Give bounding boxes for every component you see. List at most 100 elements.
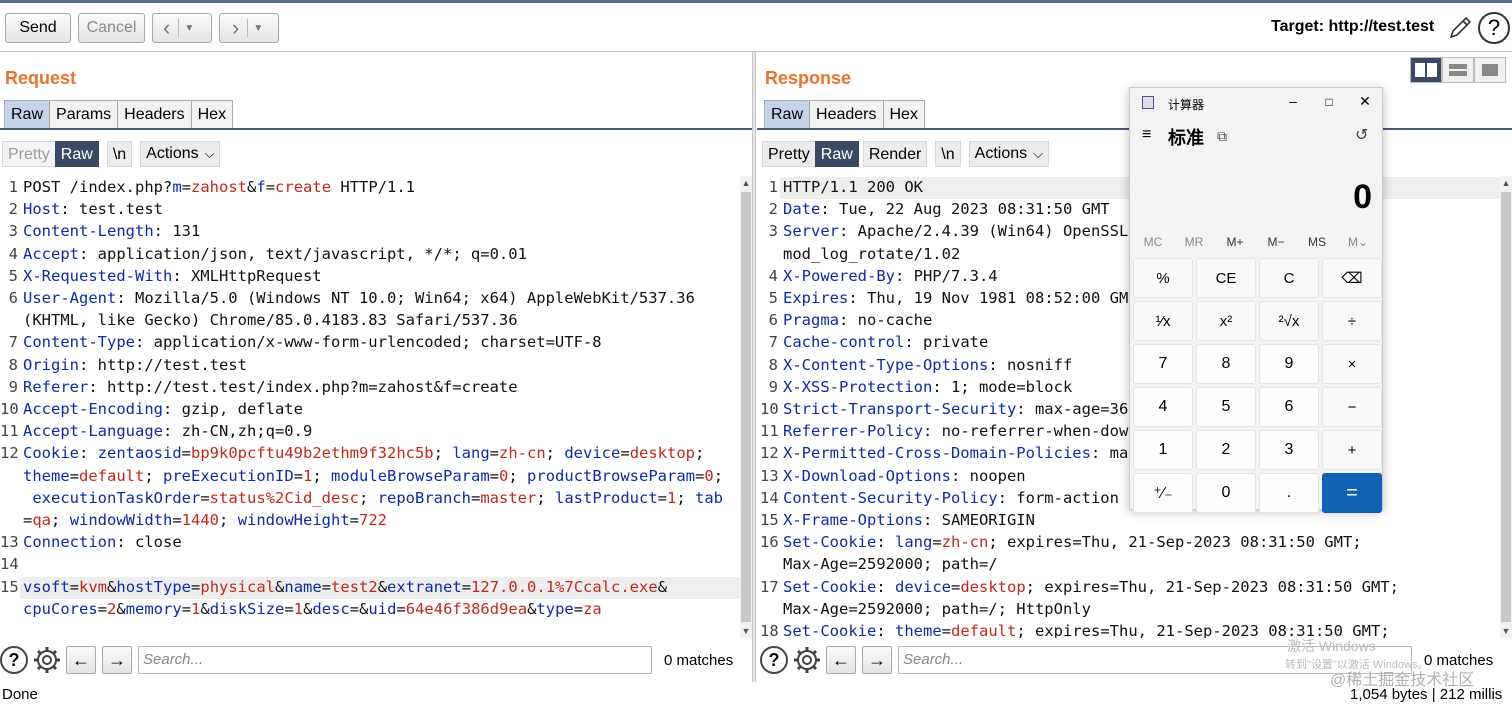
calc-key-negate[interactable]: ⁺⁄₋: [1133, 473, 1193, 513]
response-newline-button[interactable]: \n: [935, 141, 961, 167]
memory-add-button[interactable]: M+: [1226, 235, 1244, 249]
status-text: Done: [2, 686, 38, 703]
request-line: Accept: application/json, text/javascrip…: [23, 245, 527, 263]
token-text: Max-Age=2592000; path=/; HttpOnly: [783, 599, 1091, 618]
gear-icon[interactable]: [32, 645, 62, 675]
request-tab-params[interactable]: Params: [49, 100, 119, 128]
calc-key-digit-8[interactable]: 8: [1196, 344, 1256, 384]
calc-key-backspace[interactable]: ⌫: [1322, 258, 1382, 298]
request-tab-hex[interactable]: Hex: [190, 100, 234, 128]
response-raw-button[interactable]: Raw: [814, 141, 859, 167]
calc-key-equals[interactable]: =: [1322, 473, 1382, 513]
request-search-input[interactable]: Search...: [138, 646, 652, 674]
search-previous-button[interactable]: ←: [826, 646, 856, 674]
edit-target-pencil-icon[interactable]: [1446, 14, 1474, 42]
calc-key-square-root[interactable]: ²√x: [1259, 301, 1319, 341]
history-icon[interactable]: ↺: [1355, 127, 1369, 144]
request-actions-button[interactable]: Actions⌵: [140, 141, 221, 167]
cancel-button[interactable]: Cancel: [78, 13, 145, 43]
calc-key-digit-2[interactable]: 2: [1196, 430, 1256, 470]
calc-key-digit-0[interactable]: 0: [1196, 473, 1256, 513]
request-tab-raw[interactable]: Raw: [4, 100, 51, 128]
send-button[interactable]: Send: [5, 13, 71, 43]
search-previous-button[interactable]: ←: [66, 646, 96, 674]
response-pretty-button[interactable]: Pretty: [762, 141, 816, 167]
request-line: Content-Type: application/x-www-form-url…: [23, 333, 602, 351]
maximize-icon[interactable]: □: [1325, 95, 1333, 109]
token-text: :: [79, 444, 98, 463]
response-line: Set-Cookie: theme=default; expires=Thu, …: [783, 622, 1390, 638]
search-next-button[interactable]: →: [862, 646, 892, 674]
history-forward-button[interactable]: › ▼: [219, 13, 279, 43]
gear-icon[interactable]: [792, 645, 822, 675]
calc-key-add[interactable]: +: [1322, 430, 1382, 470]
scroll-down-icon[interactable]: ▼: [1501, 626, 1511, 636]
calc-key-reciprocal[interactable]: ¹⁄x: [1133, 301, 1193, 341]
response-tab-raw[interactable]: Raw: [764, 100, 811, 128]
token-text: =: [69, 466, 80, 485]
calc-key-digit-3[interactable]: 3: [1259, 430, 1319, 470]
token-value: 1: [667, 488, 677, 507]
calc-key-clear-entry[interactable]: CE: [1196, 258, 1256, 298]
memory-store-button[interactable]: MS: [1308, 235, 1326, 249]
calculator-window[interactable]: 计算器 – □ ✕ ≡ 标准 ⧉ ↺ 0 MC MR M+ M− MS M⌄ %…: [1129, 87, 1383, 513]
hamburger-menu-icon[interactable]: ≡: [1142, 126, 1152, 143]
response-search-input[interactable]: Search...: [898, 646, 1412, 674]
calc-key-clear[interactable]: C: [1259, 258, 1319, 298]
token-text: =: [489, 466, 500, 485]
request-tab-headers[interactable]: Headers: [117, 100, 192, 128]
memory-subtract-button[interactable]: M−: [1267, 235, 1285, 249]
token-text: ;: [508, 466, 528, 485]
calc-key-digit-6[interactable]: 6: [1259, 387, 1319, 427]
token-key: type: [536, 599, 574, 618]
scroll-up-icon[interactable]: ▲: [1501, 178, 1511, 188]
request-scrollbar[interactable]: ▲ ▼: [740, 176, 752, 638]
calc-key-square[interactable]: x²: [1196, 301, 1256, 341]
close-icon[interactable]: ✕: [1359, 93, 1371, 109]
calc-key-digit-1[interactable]: 1: [1133, 430, 1193, 470]
keep-on-top-icon[interactable]: ⧉: [1217, 128, 1227, 144]
calc-key-multiply[interactable]: ×: [1322, 344, 1382, 384]
help-icon[interactable]: ?: [0, 646, 28, 674]
scroll-up-icon[interactable]: ▲: [741, 178, 751, 188]
response-tab-hex[interactable]: Hex: [882, 100, 925, 128]
calc-key-subtract[interactable]: −: [1322, 387, 1382, 427]
pane-splitter[interactable]: [752, 52, 756, 682]
calc-key-decimal[interactable]: .: [1259, 473, 1319, 513]
calc-key-digit-9[interactable]: 9: [1259, 344, 1319, 384]
response-scrollbar[interactable]: ▲ ▼: [1500, 176, 1512, 638]
minimize-icon[interactable]: –: [1289, 93, 1297, 109]
scroll-down-icon[interactable]: ▼: [741, 626, 751, 636]
request-raw-button[interactable]: Raw: [54, 141, 99, 167]
memory-list-button[interactable]: M⌄: [1347, 235, 1369, 249]
layout-side-by-side-icon[interactable]: [1410, 57, 1442, 83]
layout-stacked-icon[interactable]: [1442, 57, 1474, 83]
request-newline-button[interactable]: \n: [106, 141, 133, 167]
request-scroll-thumb[interactable]: [741, 192, 751, 622]
history-back-button[interactable]: ‹ ▼: [152, 13, 212, 43]
help-icon[interactable]: ?: [1478, 12, 1510, 44]
response-actions-button[interactable]: Actions⌵: [968, 141, 1049, 167]
token-key: extranet: [387, 577, 462, 596]
response-render-button[interactable]: Render: [862, 141, 928, 167]
calc-key-percent[interactable]: %: [1133, 258, 1193, 298]
request-line: vsoft=kvm&hostType=physical&name=test2&e…: [23, 578, 667, 596]
response-line-number: 13: [760, 466, 779, 485]
response-scroll-thumb[interactable]: [1501, 192, 1511, 622]
response-tab-headers[interactable]: Headers: [809, 100, 884, 128]
calc-key-digit-5[interactable]: 5: [1196, 387, 1256, 427]
request-pretty-button[interactable]: Pretty: [2, 141, 56, 167]
calc-key-digit-7[interactable]: 7: [1133, 344, 1193, 384]
memory-clear-button[interactable]: MC: [1143, 235, 1163, 249]
search-next-button[interactable]: →: [102, 646, 132, 674]
calc-key-digit-4[interactable]: 4: [1133, 387, 1193, 427]
help-icon[interactable]: ?: [760, 646, 788, 674]
layout-tabs-icon[interactable]: [1474, 57, 1506, 83]
memory-recall-button[interactable]: MR: [1184, 235, 1204, 249]
calculator-titlebar[interactable]: 计算器 – □ ✕: [1130, 88, 1382, 116]
calc-key-divide[interactable]: ÷: [1322, 301, 1382, 341]
response-tabs: Raw Headers Hex: [764, 100, 925, 128]
response-line-number: 12: [760, 444, 779, 463]
